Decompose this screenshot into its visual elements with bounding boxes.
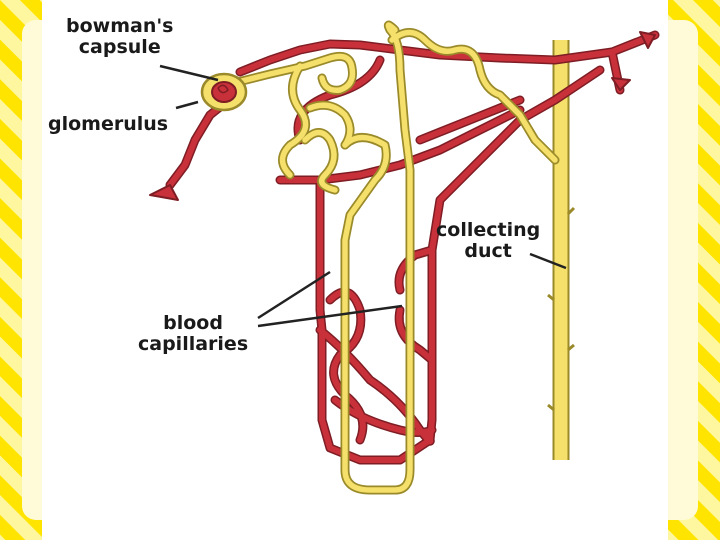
leader-bowmans-capsule [159, 64, 219, 82]
label-bowmans-capsule-line1: bowman's [66, 15, 174, 37]
leader-collecting-duct [529, 252, 567, 270]
renal-tubule [233, 20, 560, 495]
label-bowmans-capsule-line2: capsule [78, 36, 161, 58]
label-collecting-duct-line2: duct [464, 240, 512, 262]
leader-glomerulus [175, 100, 199, 110]
label-glomerulus: glomerulus [48, 113, 169, 135]
leader-capillaries-2 [257, 304, 403, 328]
collecting-duct [547, 40, 576, 460]
label-blood-capillaries: blood capillaries [138, 313, 248, 355]
leader-lines [159, 64, 567, 328]
bowmans-capsule-structure [200, 72, 248, 112]
label-bowmans-capsule: bowman's capsule [66, 16, 173, 58]
label-blood-capillaries-line2: capillaries [138, 333, 249, 355]
nephron-diagram [149, 20, 660, 495]
label-collecting-duct-line1: collecting [436, 219, 541, 241]
blood-vessels [149, 30, 660, 465]
label-collecting-duct: collecting duct [436, 220, 540, 262]
leader-capillaries-1 [257, 270, 331, 320]
label-blood-capillaries-line1: blood [163, 312, 223, 334]
